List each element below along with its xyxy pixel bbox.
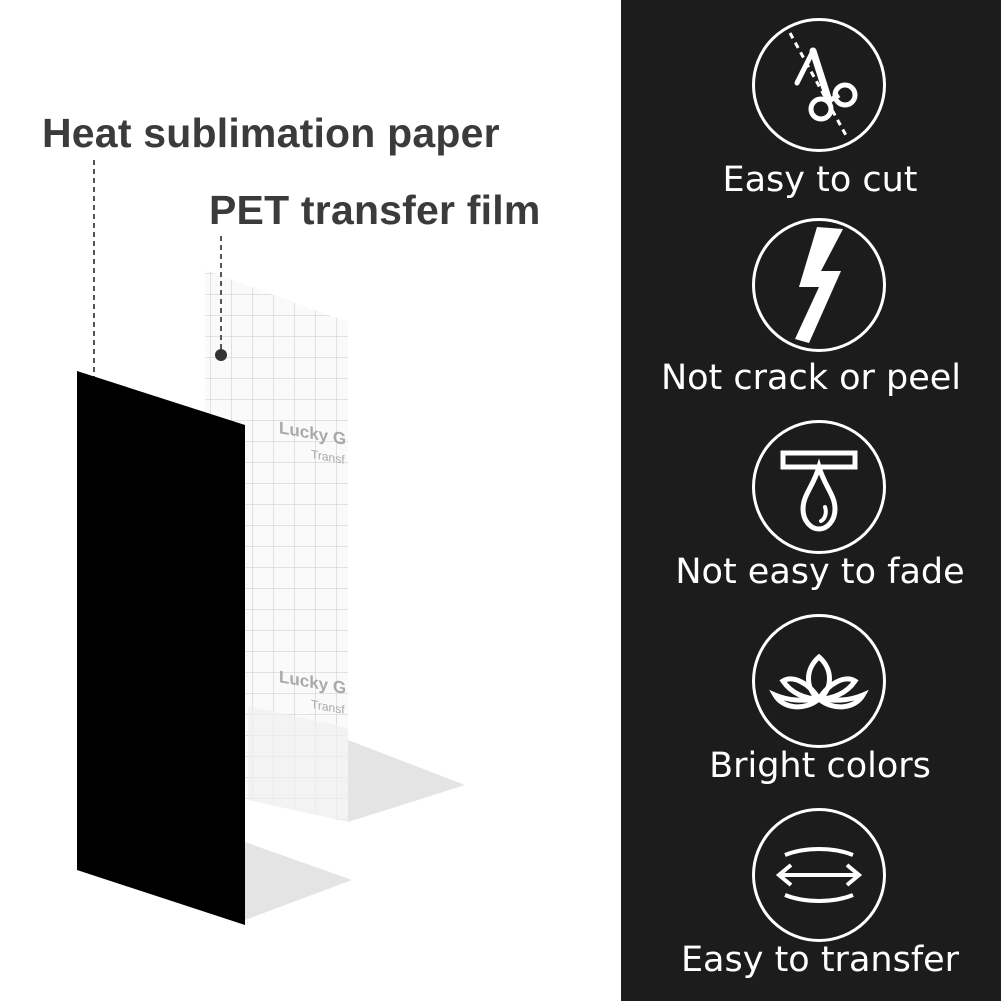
feature-icon-ring — [752, 218, 886, 352]
feature-icon-ring — [752, 18, 886, 152]
feature-caption: Not crack or peel — [660, 358, 962, 398]
scissors-icon — [788, 32, 858, 140]
feature-caption: Not easy to fade — [675, 552, 965, 592]
heat-sublimation-paper-sheet — [77, 371, 245, 925]
petals-icon — [769, 653, 869, 710]
press-drop-icon — [780, 450, 858, 532]
feature-caption: Easy to transfer — [680, 940, 960, 980]
feature-caption: Bright colors — [709, 746, 931, 786]
feature-caption: Easy to cut — [722, 160, 918, 200]
pet-film-leader-dot — [215, 349, 227, 361]
pet-transfer-film-label: PET transfer film — [209, 187, 541, 233]
layer-illustration: Heat sublimation paper PET transfer film… — [42, 110, 541, 925]
heat-sublimation-paper-label: Heat sublimation paper — [42, 110, 500, 156]
crack-icon — [795, 227, 843, 343]
feature-icon-ring — [752, 420, 886, 554]
feature-icon-ring — [752, 614, 886, 748]
layer-graphic — [77, 160, 465, 925]
film-shadow — [348, 740, 465, 822]
feature-panel: Easy to cut Not crack or peel Not easy t… — [621, 0, 1001, 1001]
feature-icon-ring — [752, 808, 886, 942]
stretch-arrows-icon — [775, 847, 863, 903]
paper-shadow — [245, 842, 352, 920]
